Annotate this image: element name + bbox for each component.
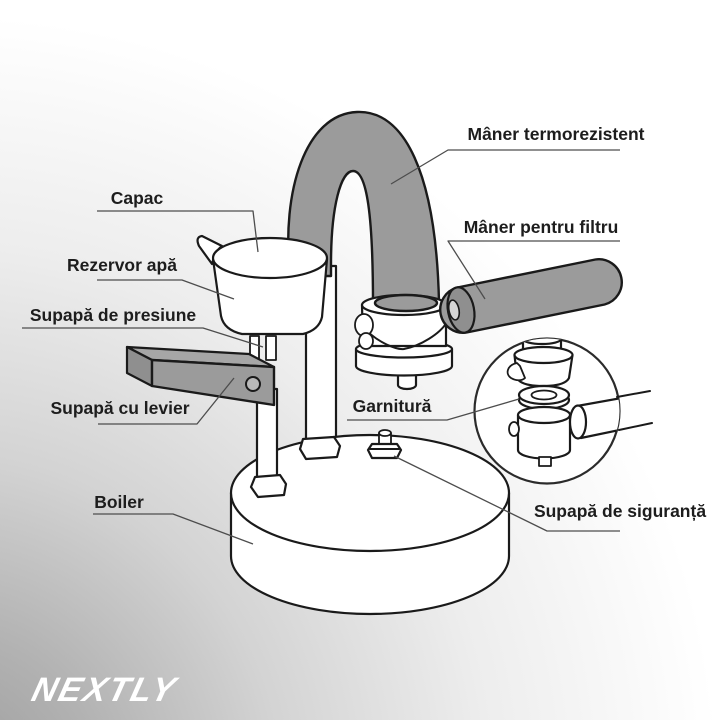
label-rezervor-apa: Rezervor apă (67, 255, 177, 275)
label-supapa-presiune: Supapă de presiune (30, 305, 197, 325)
callout-cup-hook (506, 362, 526, 382)
lever-valve (125, 345, 276, 407)
callout-side-pin (508, 421, 520, 437)
label-maner-termo: Mâner termorezistent (468, 124, 645, 144)
label-supapa-levier: Supapă cu levier (50, 398, 189, 418)
callout-cup-rim (513, 345, 574, 365)
callout-handle-stub (575, 395, 620, 440)
label-supapa-siguranta: Supapă de siguranță (534, 501, 706, 521)
brand-logo: NEXTLY (28, 671, 182, 708)
leader-boiler (93, 513, 254, 545)
filter-handle-end-cap (446, 286, 476, 334)
label-garnitura: Garnitură (353, 396, 432, 416)
column-hex-foot (298, 435, 342, 461)
pressure-valve-tube-2 (265, 335, 277, 361)
label-boiler: Boiler (94, 492, 144, 512)
safety-valve (366, 429, 403, 460)
callout-contents (506, 338, 620, 467)
safety-valve-nut (366, 442, 403, 460)
handle-stub-extension-top (616, 390, 651, 398)
group-clamp-knob-lower (358, 332, 374, 350)
brand-logo-text: NEXTLY (28, 671, 182, 708)
filter-handle-body (439, 258, 623, 334)
filter-handle (439, 258, 623, 334)
group-head (354, 293, 454, 391)
leader-capac (97, 210, 259, 253)
leader-levier (98, 377, 235, 425)
safety-valve-stem-top (378, 429, 392, 437)
lever-pivot-hole (245, 376, 261, 392)
group-collar-band (360, 321, 448, 351)
callout-bottom-nub (538, 456, 552, 467)
reservoir-bowl (211, 257, 329, 336)
boiler-base-top (229, 433, 511, 553)
callout-upper-cylinder-top (521, 338, 563, 346)
label-maner-filtru: Mâner pentru filtru (464, 217, 619, 237)
filter-handle-notch (447, 299, 461, 321)
leader-garnitura (347, 398, 520, 421)
group-tube-section (373, 293, 439, 313)
leader-filtru (447, 240, 620, 300)
handle-stub-extension-bottom (618, 422, 653, 431)
leader-rezervor (97, 279, 235, 300)
callout-handle-stub-cap (568, 404, 588, 440)
lever-front-face (150, 358, 276, 407)
leader-presiune (22, 327, 264, 348)
gasket-callout (473, 337, 653, 485)
label-capac: Capac (111, 188, 164, 208)
stem-hex-foot (249, 473, 288, 499)
reservoir-lid (211, 236, 329, 280)
leader-termo (390, 149, 620, 185)
callout-filter-holder-top (516, 405, 572, 425)
gasket-ring-hole (530, 389, 558, 401)
leader-siguranta (393, 455, 620, 532)
